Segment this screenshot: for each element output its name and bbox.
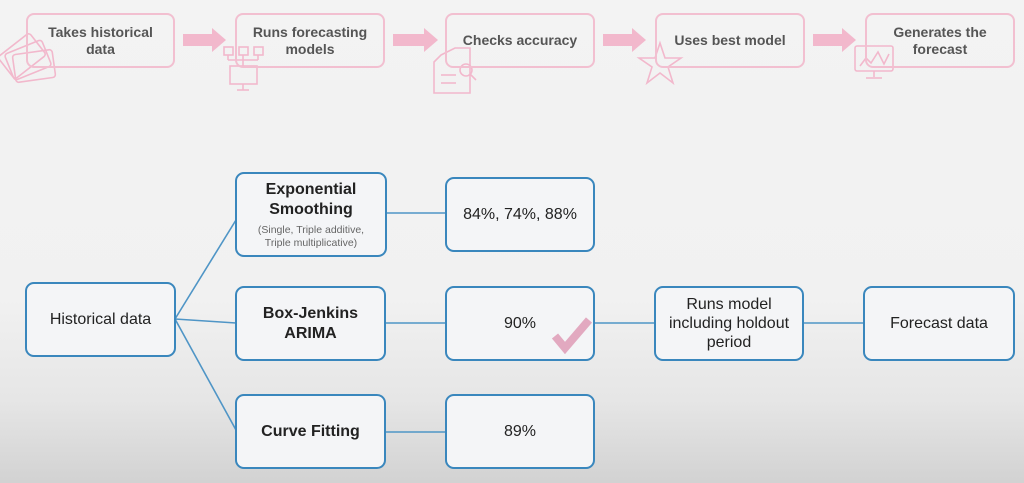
step-label: Checks accuracy — [462, 32, 578, 48]
accuracy-value: 90% — [503, 314, 537, 332]
model-name: Box-Jenkins ARIMA — [262, 304, 359, 342]
step-label: Takes historical data — [48, 23, 153, 57]
accuracy-node-arima: 90% — [445, 286, 595, 361]
model-name: Exponential Smoothing — [265, 180, 357, 218]
model-node-arima: Box-Jenkins ARIMA — [235, 286, 386, 361]
node-label: Runs model including holdout period — [668, 296, 790, 351]
process-step-run-models: Runs forecasting models — [235, 13, 385, 68]
historical-data-node: Historical data — [25, 282, 176, 357]
model-name: Curve Fitting — [261, 422, 360, 440]
model-node-exponential-smoothing: Exponential Smoothing (Single, Triple ad… — [235, 172, 387, 257]
arrow-right-icon — [813, 28, 856, 52]
accuracy-value: 84%, 74%, 88% — [463, 205, 577, 223]
arrow-right-icon — [183, 28, 226, 52]
checkmark-icon — [551, 317, 593, 354]
step-label: Generates the forecast — [893, 23, 987, 57]
process-step-check-accuracy: Checks accuracy — [445, 13, 595, 68]
node-label: Forecast data — [890, 315, 988, 332]
process-step-take-data: Takes historical data — [26, 13, 175, 68]
process-step-generate-forecast: Generates the forecast — [865, 13, 1015, 68]
forecast-data-node: Forecast data — [863, 286, 1015, 361]
model-detail: (Single, Triple additive, Triple multipl… — [257, 223, 365, 249]
accuracy-value: 89% — [503, 422, 537, 440]
node-label: Historical data — [49, 311, 152, 328]
model-node-curve-fitting: Curve Fitting — [235, 394, 386, 469]
accuracy-node-exponential-smoothing: 84%, 74%, 88% — [445, 177, 595, 252]
arrow-right-icon — [603, 28, 646, 52]
step-label: Runs forecasting models — [252, 23, 368, 57]
arrow-right-icon — [393, 28, 438, 52]
process-step-use-best-model: Uses best model — [655, 13, 805, 68]
run-model-node: Runs model including holdout period — [654, 286, 804, 361]
accuracy-node-curve-fitting: 89% — [445, 394, 595, 469]
step-label: Uses best model — [674, 32, 786, 48]
